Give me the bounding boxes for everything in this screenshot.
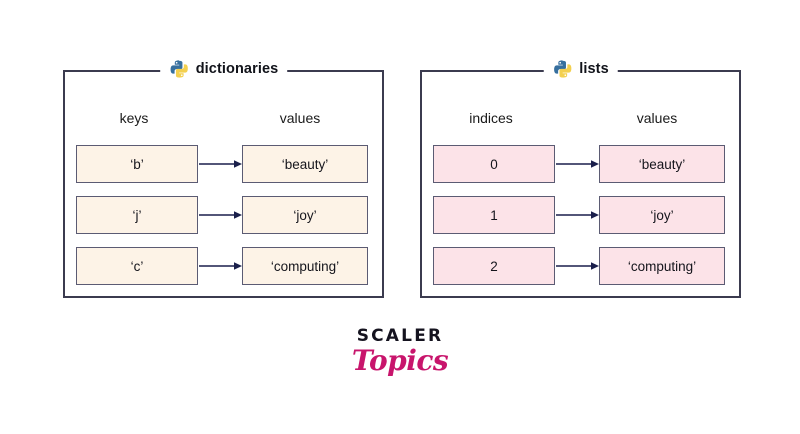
dict-value-cell-1[interactable]: ‘beauty’ (242, 145, 368, 183)
dict-key-cell-1[interactable]: ‘b’ (76, 145, 198, 183)
dict-value-cell-2[interactable]: ‘joy’ (242, 196, 368, 234)
dict-arrow-2 (199, 211, 242, 219)
list-value-cell-3[interactable]: ‘computing’ (599, 247, 725, 285)
list-value-cell-2[interactable]: ‘joy’ (599, 196, 725, 234)
column-header-values-list: values (636, 110, 678, 126)
brand-wordmark-topics: Topics (351, 344, 449, 377)
list-index-cell-2[interactable]: 1 (433, 196, 555, 234)
list-arrow-3 (556, 262, 599, 270)
dict-arrow-1 (199, 160, 242, 168)
list-value-cell-1[interactable]: ‘beauty’ (599, 145, 725, 183)
column-header-values-dict: values (279, 110, 321, 126)
column-header-indices: indices (469, 110, 513, 126)
panel-lists: lists indices values 0 ‘beauty’ 1 ‘joy’ … (420, 59, 741, 298)
dict-arrow-3 (199, 262, 242, 270)
list-index-cell-1[interactable]: 0 (433, 145, 555, 183)
list-index-cell-3[interactable]: 2 (433, 247, 555, 285)
column-header-keys: keys (119, 110, 149, 126)
panel-title-lists: lists (579, 61, 609, 77)
list-arrow-1 (556, 160, 599, 168)
panel-legend-dictionaries: dictionaries (159, 59, 288, 79)
dict-value-cell-3[interactable]: ‘computing’ (242, 247, 368, 285)
panel-dictionaries: dictionaries keys values ‘b’ ‘beauty’ ‘j… (63, 59, 384, 298)
python-logo-icon (169, 59, 189, 79)
panel-title-dictionaries: dictionaries (195, 61, 279, 77)
list-arrow-2 (556, 211, 599, 219)
dict-key-cell-3[interactable]: ‘c’ (76, 247, 198, 285)
panel-legend-lists: lists (543, 59, 618, 79)
dict-key-cell-2[interactable]: ‘j’ (76, 196, 198, 234)
scaler-topics-logo: SCALER Topics (0, 326, 800, 377)
brand-wordmark-scaler: SCALER (356, 326, 444, 346)
python-logo-icon (552, 59, 572, 79)
